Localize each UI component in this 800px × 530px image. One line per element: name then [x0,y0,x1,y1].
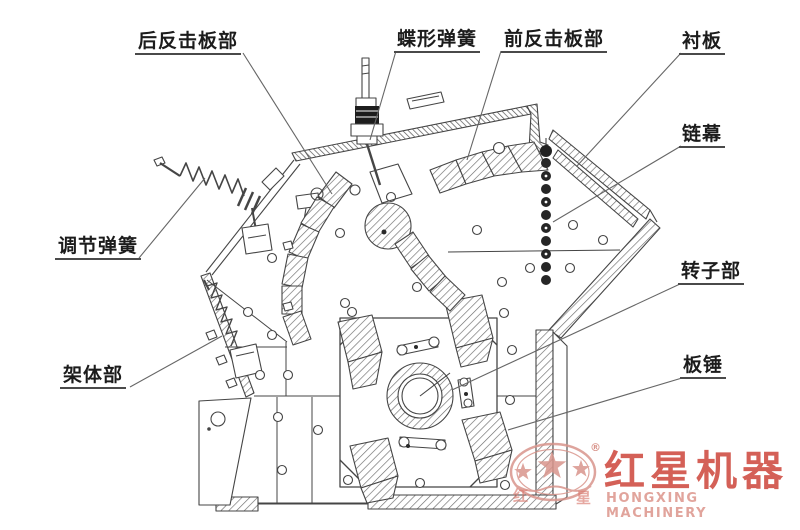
leader-chain-curtain [552,145,682,223]
bolt-dots [242,141,609,491]
hongxing-logo-emblem [509,442,597,502]
logo-brand-chinese: 红星机器 [604,447,788,495]
label-blow-bar: 板锤 [680,354,727,379]
disc-spring-assembly [350,57,384,186]
label-frame: 架体部 [60,364,127,389]
logo-brand-english: HONGXING MACHINERY [606,491,708,521]
label-liner-plate: 衬板 [679,30,726,55]
leader-front-impact-plate [466,50,502,161]
registered-trademark-icon: ® [590,441,601,454]
blow-bars [337,294,513,504]
star-icon [514,451,590,480]
leader-frame [129,335,223,388]
leader-lines [129,50,683,431]
label-adjusting-spring: 调节弹簧 [55,235,142,260]
leader-blow-bar [507,377,683,431]
label-disc-spring: 蝶形弹簧 [394,28,481,53]
liner-plates [552,149,639,228]
label-rear-impact-plate: 后反击板部 [135,30,242,55]
leader-liner-plate [576,52,682,167]
label-rotor: 转子部 [678,260,745,285]
label-chain-curtain: 链幕 [679,123,726,148]
leader-rear-impact-plate [242,52,333,195]
leader-adjusting-spring [138,177,206,259]
logo-watermark-xing: 星 [576,489,592,507]
logo-watermark-hong: 红 [513,487,529,505]
adjusting-spring-assembly [153,156,273,255]
rear-impact-plate [281,171,353,346]
lower-tension-spring [203,279,263,379]
leader-rotor [451,283,681,391]
label-front-impact-plate: 前反击板部 [501,28,608,53]
frame-left-wall [200,272,255,398]
housing-shell [198,91,661,512]
frame-foot [198,397,252,506]
leader-disc-spring [369,50,397,141]
chain-curtain [540,138,552,285]
front-impact-plate [310,141,549,312]
rotor [386,362,454,430]
